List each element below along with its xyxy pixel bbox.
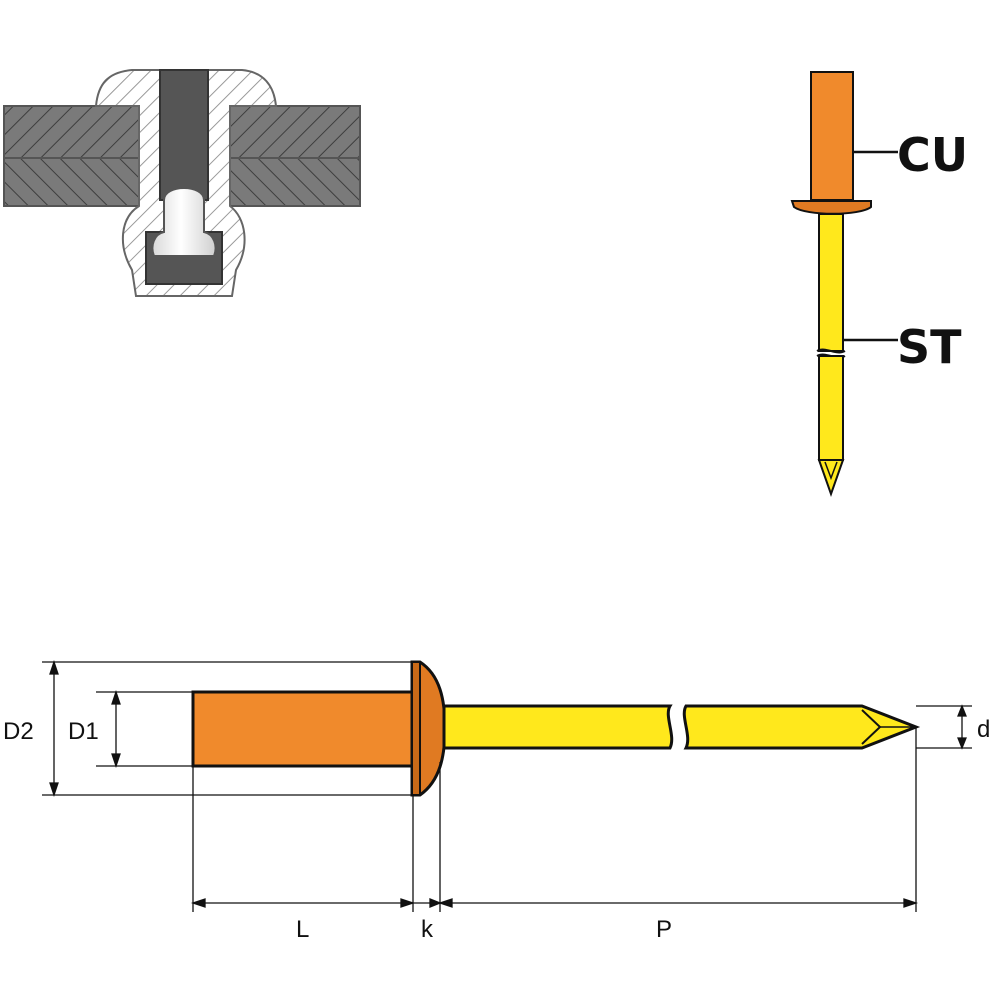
extension-lines: [42, 661, 972, 912]
rivet-side-view: CU ST: [790, 71, 968, 498]
dim-label-l: L: [296, 916, 309, 943]
copper-head-vertical: [790, 200, 872, 215]
copper-body: [191, 690, 415, 768]
plate-upper-left: [3, 105, 140, 159]
dimension-lines: [49, 659, 967, 908]
rivet-dimension-drawing: D2 D1 d L k P: [3, 659, 990, 943]
mandrel-head-section: [151, 187, 217, 257]
dim-label-d2: D2: [3, 718, 34, 745]
plate-upper-right: [229, 105, 361, 159]
mandrel-shank-section: [159, 69, 209, 201]
label-cu: CU: [897, 128, 968, 182]
dim-label-k: k: [421, 916, 434, 943]
label-st: ST: [897, 320, 962, 374]
steel-mandrel-upper: [818, 213, 844, 352]
steel-mandrel-right: [682, 704, 921, 750]
copper-body-vertical: [810, 71, 854, 201]
steel-mandrel-lower: [818, 355, 844, 461]
plate-lower-left: [3, 157, 140, 207]
plate-lower-right: [229, 157, 361, 207]
installed-rivet-cross-section: [3, 69, 361, 297]
mandrel-break-vertical: [816, 348, 846, 354]
dim-label-d: d: [977, 716, 990, 743]
steel-mandrel-left: [442, 704, 674, 750]
dim-label-p: P: [656, 916, 672, 943]
dim-label-d1: D1: [68, 718, 99, 745]
